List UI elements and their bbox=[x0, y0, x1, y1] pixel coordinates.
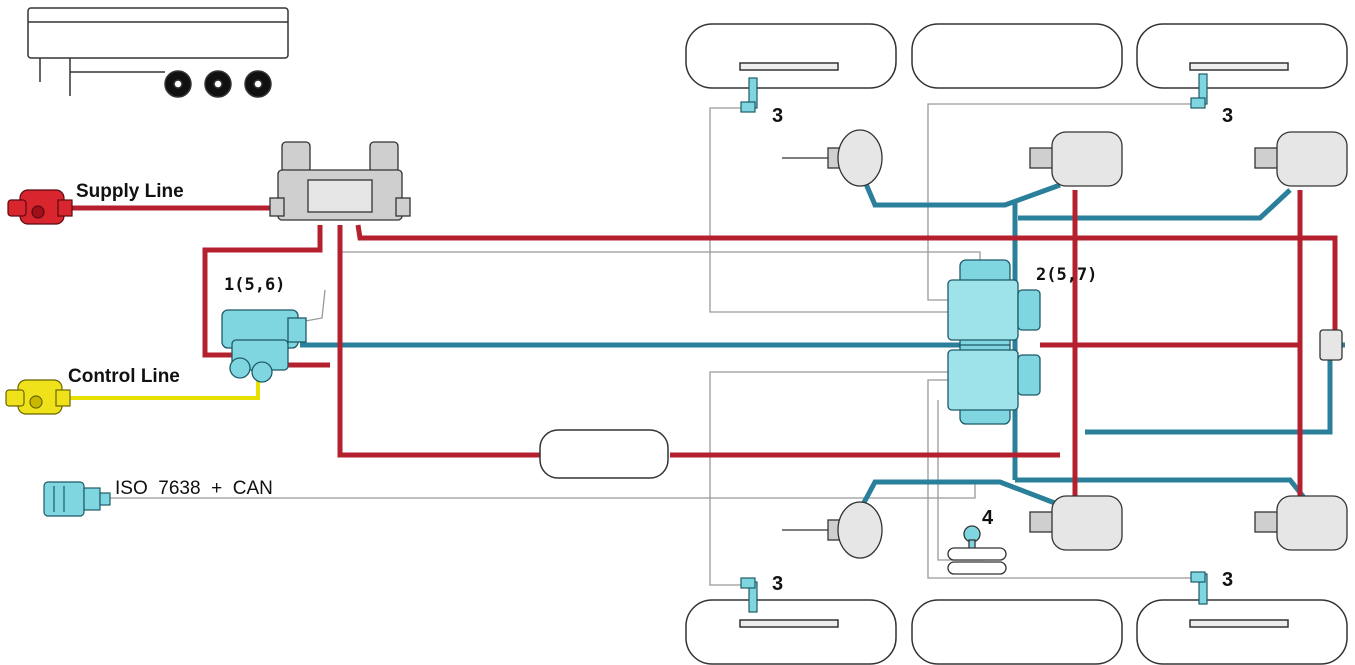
control-line-yellow bbox=[65, 378, 260, 400]
component-1-label: 1(5,6) bbox=[224, 275, 285, 295]
sensor-3-label-bottom-right: 3 bbox=[1222, 569, 1233, 591]
yellow-coupling-head-icon bbox=[5, 379, 71, 415]
supply-lines-red bbox=[70, 190, 1338, 510]
component-4-label: 4 bbox=[982, 507, 994, 529]
brake-chamber-bottom-left bbox=[782, 501, 883, 559]
red-coupling-head-icon bbox=[7, 189, 73, 225]
component-2-modulator bbox=[947, 259, 1041, 425]
brake-chamber-top-mid bbox=[1029, 131, 1123, 187]
wheel-bottom-mid bbox=[911, 599, 1123, 665]
brake-chambers bbox=[782, 129, 1348, 559]
iso-can-label: ISO 7638 + CAN bbox=[115, 478, 273, 499]
sensor-3-label-top-right: 3 bbox=[1222, 105, 1233, 127]
brake-lines-blue bbox=[300, 169, 1345, 512]
sensor-wires bbox=[100, 103, 1192, 586]
brake-chamber-top-left bbox=[782, 129, 883, 187]
sensor-3-label-bottom-left: 3 bbox=[772, 573, 783, 595]
component-2-label: 2(5,7) bbox=[1036, 265, 1097, 285]
wheels bbox=[685, 23, 1348, 665]
control-line-label: Control Line bbox=[68, 366, 180, 387]
relay-emergency-valve bbox=[269, 141, 411, 221]
brake-chamber-bottom-right bbox=[1254, 495, 1348, 551]
iso-connector-icon bbox=[43, 481, 111, 517]
wheel-top-right bbox=[1136, 23, 1348, 89]
component-1-valve bbox=[221, 309, 307, 383]
t-junction bbox=[1319, 329, 1343, 361]
wheel-top-left bbox=[685, 23, 897, 89]
supply-line-label: Supply Line bbox=[76, 181, 184, 202]
component-4-bellows bbox=[947, 525, 1007, 575]
wheel-top-mid bbox=[911, 23, 1123, 89]
wheel-bottom-left bbox=[685, 599, 897, 665]
brake-chamber-bottom-mid bbox=[1029, 495, 1123, 551]
sensor-3-label-top-left: 3 bbox=[772, 105, 783, 127]
wheel-speed-sensors bbox=[740, 73, 1208, 613]
air-reservoir bbox=[539, 429, 669, 479]
trailer-icon bbox=[27, 7, 289, 98]
wheel-bottom-right bbox=[1136, 599, 1348, 665]
brake-chamber-top-right bbox=[1254, 131, 1348, 187]
